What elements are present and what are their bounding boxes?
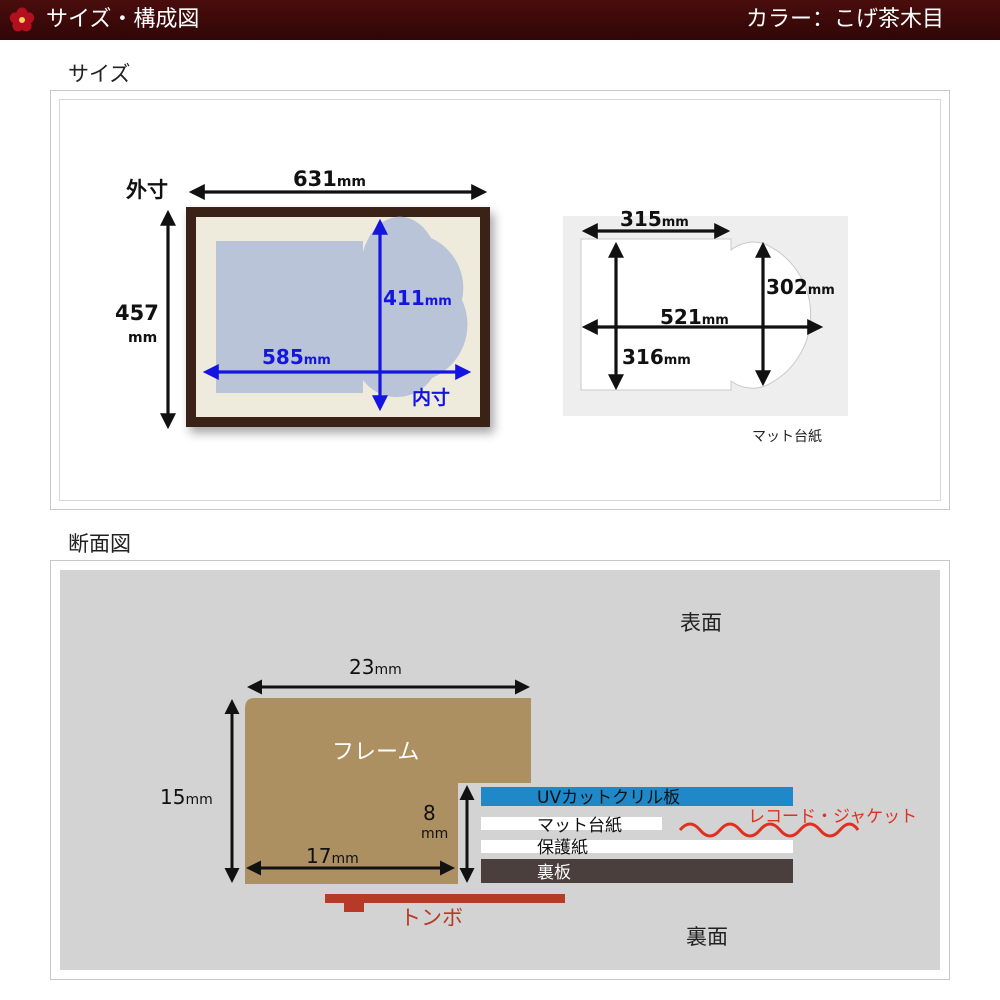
frame-profile	[245, 698, 531, 884]
mat-caption: マット台紙	[752, 429, 822, 445]
frame-width-text: 23mm	[349, 655, 402, 679]
tonbo-label: トンボ	[400, 906, 463, 930]
back-board-layer	[481, 859, 793, 883]
frame-label: フレーム	[332, 740, 419, 765]
frame-depth-unit: mm	[421, 826, 448, 842]
frame-depth-value: 8	[423, 801, 436, 825]
mat-diagram: 315mm 302mm 521mm 316mm マット台紙	[563, 207, 848, 445]
frame-height-text: 15mm	[160, 785, 213, 809]
section-view-label: 断面図	[68, 532, 131, 556]
color-label: カラー：こげ茶木目	[745, 7, 944, 32]
inner-height-text: 411mm	[383, 286, 452, 310]
flower-logo-icon	[9, 7, 35, 32]
outer-height-value: 457	[115, 301, 159, 325]
size-panel-inner	[59, 99, 941, 501]
protection-layer	[481, 840, 793, 853]
tonbo-bar	[325, 894, 565, 903]
inner-size-label: 内寸	[412, 386, 450, 409]
inner-width-text: 585mm	[262, 345, 331, 369]
frame-picture	[186, 207, 490, 427]
outer-width-text: 631mm	[293, 167, 366, 191]
mat-left-height-text: 316mm	[622, 345, 691, 369]
header-title: サイズ・構成図	[46, 7, 200, 32]
mat-top-width-text: 315mm	[620, 207, 689, 231]
mat-layer	[481, 817, 662, 830]
size-section-label: サイズ	[68, 62, 131, 86]
back-label: 裏面	[686, 925, 728, 949]
front-label: 表面	[680, 611, 722, 635]
tonbo-tab	[344, 894, 364, 912]
header-bar: サイズ・構成図 カラー：こげ茶木目	[0, 0, 1000, 40]
record-jacket-label: レコード・ジャケット	[748, 807, 917, 827]
frame-inner-text: 17mm	[306, 844, 359, 868]
record-jacket-line	[678, 822, 860, 838]
outer-height-unit: mm	[128, 330, 157, 346]
mat-circle-height-text: 302mm	[766, 275, 835, 299]
uv-layer-label: UVカットクリル板	[537, 788, 680, 808]
protection-layer-label: 保護紙	[537, 838, 588, 858]
outer-size-label: 外寸	[126, 178, 168, 202]
mat-total-width-text: 521mm	[660, 305, 729, 329]
mat-layer-label: マット台紙	[537, 816, 622, 836]
uv-layer	[481, 787, 793, 806]
back-board-label: 裏板	[537, 862, 571, 883]
mat-opening	[216, 216, 468, 398]
mat-opening-shape	[580, 238, 812, 391]
